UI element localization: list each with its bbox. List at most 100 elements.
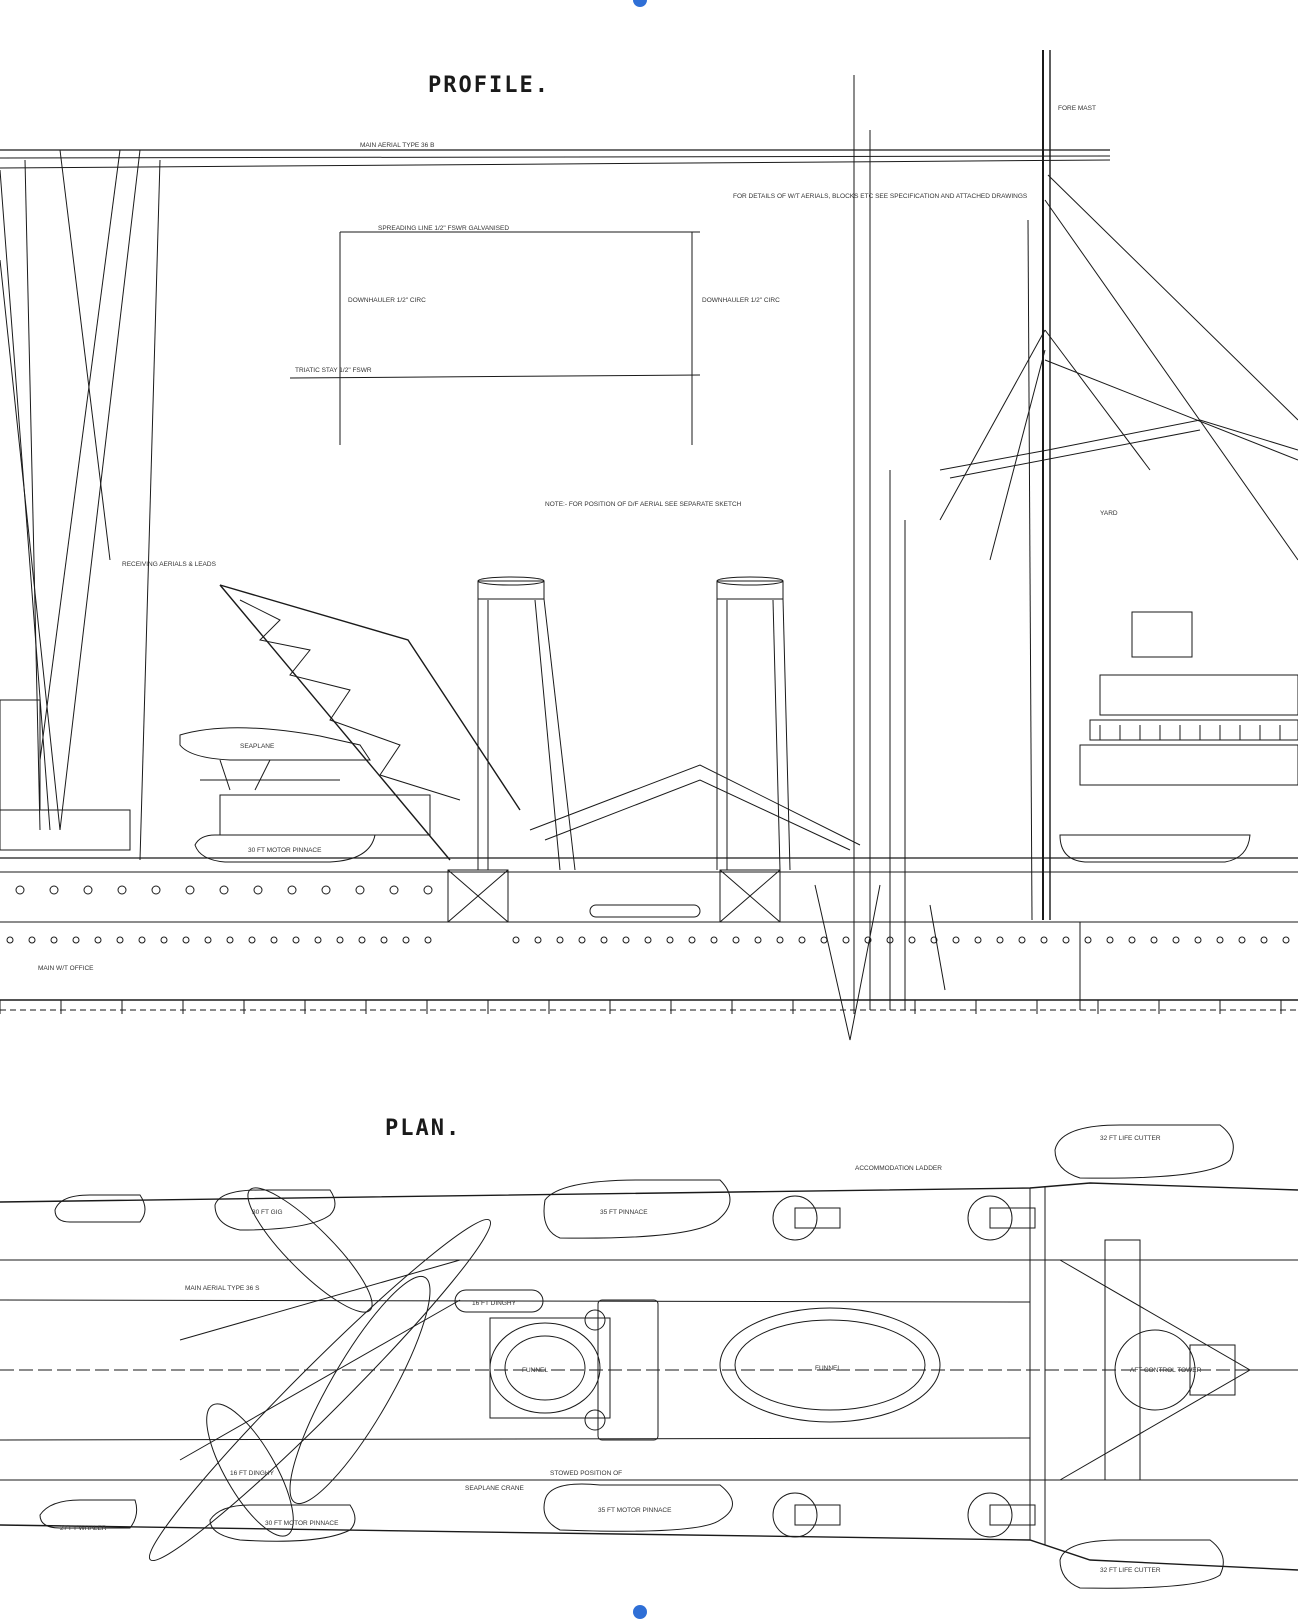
porthole	[799, 937, 805, 943]
porthole	[557, 937, 563, 943]
porthole	[821, 937, 827, 943]
porthole	[1063, 937, 1069, 943]
yard-label: YARD	[1100, 510, 1118, 517]
porthole	[118, 886, 126, 894]
porthole	[689, 937, 695, 943]
porthole	[777, 937, 783, 943]
downhauler-label-1: DOWNHAULER 1/2" CIRC	[348, 297, 426, 304]
spreading-line-label: SPREADING LINE 1/2" FSWR GALVANISED	[378, 225, 509, 232]
gun-mount-icon	[968, 1493, 1035, 1537]
porthole	[271, 937, 277, 943]
porthole	[322, 886, 330, 894]
porthole	[51, 937, 57, 943]
gun-mount-icon	[968, 1196, 1035, 1240]
porthole	[254, 886, 262, 894]
porthole	[623, 937, 629, 943]
porthole	[205, 937, 211, 943]
porthole	[84, 886, 92, 894]
whaler-label: 27 FT WHALER	[60, 1525, 107, 1532]
profile-title: PROFILE.	[428, 73, 550, 98]
porthole	[152, 886, 160, 894]
porthole	[29, 937, 35, 943]
porthole	[356, 886, 364, 894]
porthole	[337, 937, 343, 943]
porthole	[645, 937, 651, 943]
porthole	[513, 937, 519, 943]
porthole	[288, 886, 296, 894]
porthole	[931, 937, 937, 943]
plan-title: PLAN.	[385, 1116, 461, 1141]
porthole	[1173, 937, 1179, 943]
porthole	[1085, 937, 1091, 943]
porthole	[424, 886, 432, 894]
plan-main-aerial-label: MAIN AERIAL TYPE 36 S	[185, 1285, 260, 1292]
porthole	[315, 937, 321, 943]
accommodation-ladder-label: ACCOMMODATION LADDER	[855, 1165, 942, 1172]
crop-handle-bottom[interactable]	[633, 1605, 647, 1619]
gun-mount-icon	[773, 1493, 840, 1537]
main-wt-office-label: MAIN W/T OFFICE	[38, 965, 94, 972]
porthole	[535, 937, 541, 943]
wt-note-label: FOR DETAILS OF W/T AERIALS, BLOCKS ETC S…	[733, 193, 1028, 200]
porthole	[139, 937, 145, 943]
porthole	[186, 886, 194, 894]
porthole	[95, 937, 101, 943]
funnel-label-1: FUNNEL	[522, 1367, 548, 1374]
stowed-position-label: STOWED POSITION OF	[550, 1470, 622, 1477]
profile-view	[0, 50, 1298, 1040]
porthole	[1217, 937, 1223, 943]
porthole	[359, 937, 365, 943]
porthole	[1195, 937, 1201, 943]
plan-motor-pinnace-label-1: 30 FT MOTOR PINNACE	[265, 1520, 339, 1527]
crop-handle-top[interactable]	[633, 0, 647, 7]
motor-pinnace-label: 30 FT MOTOR PINNACE	[248, 847, 322, 854]
porthole	[16, 886, 24, 894]
plan-motor-pinnace-label-2: 35 FT MOTOR PINNACE	[598, 1507, 672, 1514]
porthole	[249, 937, 255, 943]
porthole	[117, 937, 123, 943]
porthole	[579, 937, 585, 943]
porthole	[843, 937, 849, 943]
porthole	[1129, 937, 1135, 943]
porthole	[293, 937, 299, 943]
df-note-label: NOTE:- FOR POSITION OF D/F AERIAL SEE SE…	[545, 501, 742, 508]
porthole	[1283, 937, 1289, 943]
porthole	[390, 886, 398, 894]
seaplane-crane-label: SEAPLANE CRANE	[465, 1485, 525, 1492]
life-cutter-label-2: 32 FT LIFE CUTTER	[1100, 1567, 1161, 1574]
porthole	[975, 937, 981, 943]
porthole	[1107, 937, 1113, 943]
porthole	[667, 937, 673, 943]
porthole	[381, 937, 387, 943]
porthole	[909, 937, 915, 943]
life-cutter-label-1: 32 FT LIFE CUTTER	[1100, 1135, 1161, 1142]
porthole	[1239, 937, 1245, 943]
porthole	[953, 937, 959, 943]
main-aerial-label: MAIN AERIAL TYPE 36 B	[360, 142, 434, 149]
porthole	[50, 886, 58, 894]
triatic-stay-label: TRIATIC STAY 1/2" FSWR	[295, 367, 372, 374]
dinghy-label-1: 16 FT DINGHY	[472, 1300, 517, 1307]
downhauler-label-2: DOWNHAULER 1/2" CIRC	[702, 297, 780, 304]
porthole	[1019, 937, 1025, 943]
porthole	[887, 937, 893, 943]
porthole	[1151, 937, 1157, 943]
funnel-label-2: FUNNEL	[815, 1365, 841, 1372]
gun-mount-icon	[773, 1196, 840, 1240]
porthole	[1261, 937, 1267, 943]
control-tower-label: AFT CONTROL TOWER	[1130, 1367, 1202, 1374]
fore-mast-label: FORE MAST	[1058, 105, 1096, 112]
porthole	[601, 937, 607, 943]
receiving-aerials-label: RECEIVING AERIALS & LEADS	[122, 561, 217, 568]
porthole	[403, 937, 409, 943]
porthole	[755, 937, 761, 943]
porthole	[997, 937, 1003, 943]
porthole	[1041, 937, 1047, 943]
porthole	[733, 937, 739, 943]
porthole	[865, 937, 871, 943]
porthole	[7, 937, 13, 943]
plan-view	[0, 1125, 1298, 1588]
pinnace-label: 35 FT PINNACE	[600, 1209, 648, 1216]
